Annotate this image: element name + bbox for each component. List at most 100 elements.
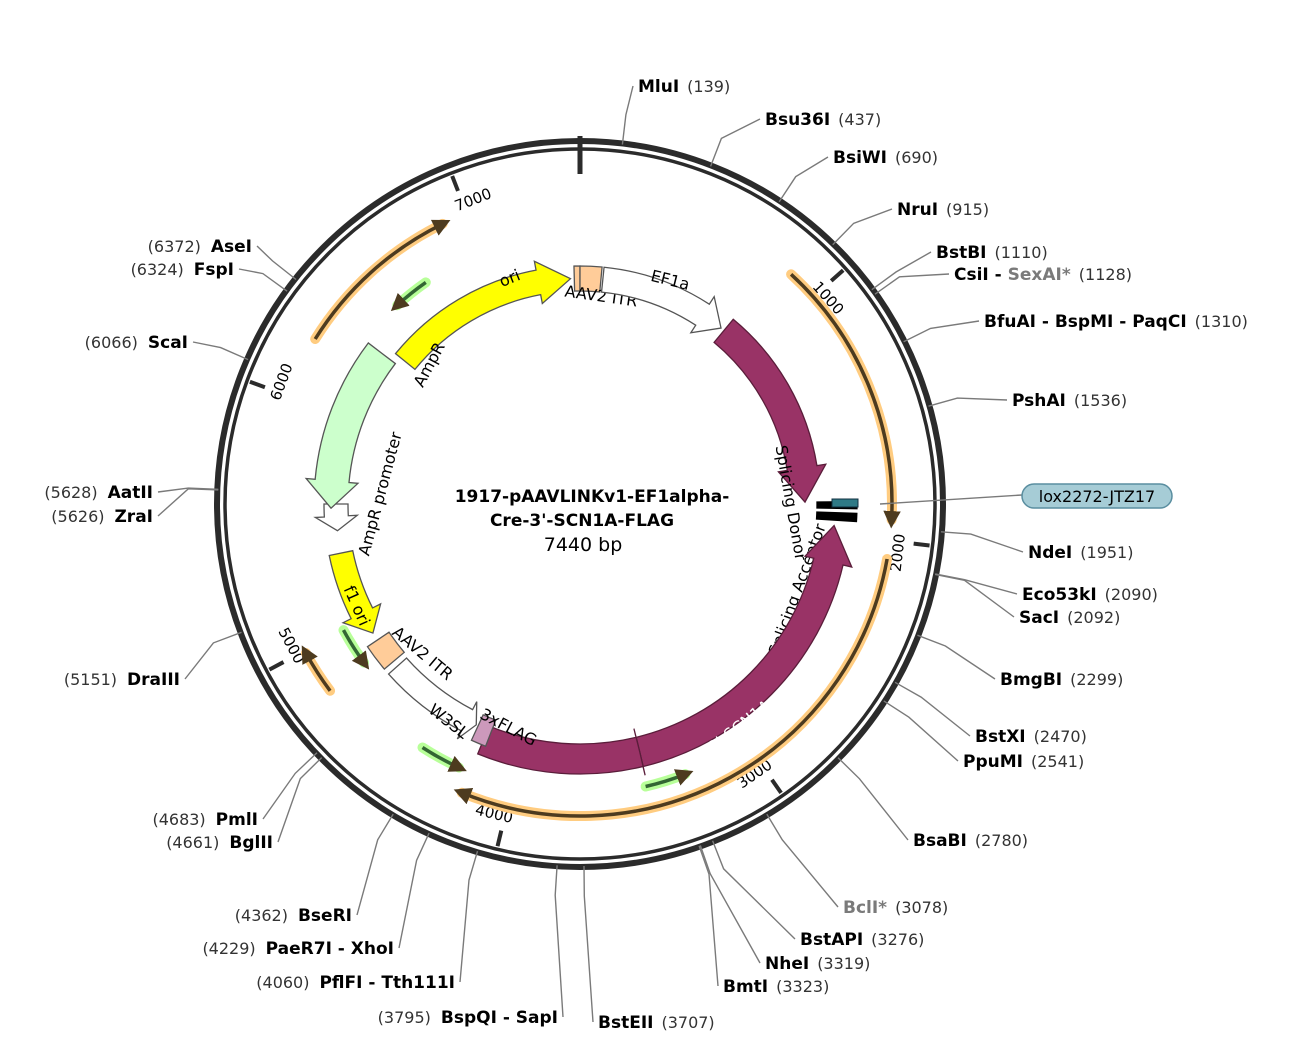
feature-scn1a-cover[interactable] <box>476 725 646 776</box>
site-position: (1128) <box>1079 265 1132 284</box>
site-name: BsiWI <box>833 148 887 168</box>
tick-mark <box>268 660 285 672</box>
feature-aav2-itr-2[interactable] <box>366 631 406 671</box>
feature-aav2-itr-1b[interactable] <box>579 265 603 293</box>
site-label: Eco53kI(2090) <box>1022 585 1158 605</box>
site-name: BstEII <box>598 1013 653 1033</box>
site-csii[interactable]: CsiI - SexAI*(1128) <box>874 265 1132 295</box>
plasmid-name-line2: Cre-3'-SCN1A-FLAG <box>490 511 674 531</box>
site-bsteii[interactable]: BstEII(3707) <box>583 865 715 1033</box>
site-bsabi[interactable]: BsaBI(2780) <box>837 757 1028 851</box>
site-bseri[interactable]: (4362)BseRI <box>235 813 394 926</box>
feature-ef1a[interactable] <box>600 266 722 334</box>
site-leader-line <box>583 865 594 1023</box>
feature-f1-ori[interactable] <box>328 549 382 634</box>
feature-label-cre: Cre <box>791 363 822 396</box>
site-name: BclI* <box>843 898 887 918</box>
site-leader-line <box>778 156 829 203</box>
plasmid-size: 7440 bp <box>544 534 623 556</box>
site-position: (2541) <box>1031 752 1084 771</box>
site-pshai[interactable]: PshAI(1536) <box>928 391 1128 411</box>
site-name: SacI <box>1019 608 1059 628</box>
site-bstxi[interactable]: BstXI (2470) <box>894 681 1087 747</box>
site-separator: - <box>989 265 1008 285</box>
site-ndei[interactable]: NdeI(1951) <box>940 531 1134 563</box>
site-label: BstAPI(3276) <box>800 930 924 950</box>
site-position: (2470) <box>1034 727 1087 746</box>
site-leader-line <box>256 245 297 281</box>
site-label: (4229)PaeR7I - XhoI <box>202 939 394 959</box>
site-leader-line <box>398 832 430 949</box>
site-nhei[interactable]: NheI(3319) <box>699 845 870 974</box>
site-bmti[interactable]: BmtI(3323) <box>698 845 829 997</box>
site-nrui[interactable]: NruI(915) <box>832 200 989 246</box>
site-leader-line <box>711 840 796 940</box>
site-name: DraIII <box>127 670 180 690</box>
site-label: MluI(139) <box>638 77 730 97</box>
site-name: BstAPI <box>800 930 863 950</box>
site-eco53ki[interactable]: Eco53kI(2090) <box>935 573 1158 605</box>
site-pflfi[interactable]: (4060)PflFI - Tth111I <box>256 851 479 993</box>
site-label: BstBI(1110) <box>936 243 1048 263</box>
site-aatii[interactable]: (5628)AatII <box>44 483 219 503</box>
site-position: (3078) <box>895 898 948 917</box>
feature-w3sl[interactable] <box>387 657 478 740</box>
plasmid-name-line1: 1917-pAAVLINKv1-EF1alpha- <box>455 487 730 507</box>
orf-cre <box>789 273 901 529</box>
site-saci[interactable]: SacI (2092) <box>934 573 1120 629</box>
site-leader-line <box>621 85 634 145</box>
site-asei[interactable]: (6372)AseI <box>148 237 297 281</box>
feature-scn1a[interactable] <box>635 524 853 768</box>
site-position: (3319) <box>817 954 870 973</box>
site-position: (2090) <box>1105 585 1158 604</box>
site-position: (1951) <box>1080 543 1133 562</box>
site-name: BglII <box>229 833 273 853</box>
site-label: BmtI(3323) <box>723 977 829 997</box>
tick-mark <box>829 268 845 283</box>
feature-ori[interactable] <box>394 260 572 371</box>
feature-ampr[interactable] <box>304 342 397 510</box>
feature-label-ampr-promoter: AmpR promoter <box>354 429 405 557</box>
site-name: MluI <box>638 77 679 97</box>
site-leader-line <box>356 813 394 916</box>
site-bmgbi[interactable]: BmgBI(2299) <box>917 634 1123 690</box>
site-label: NdeI(1951) <box>1028 543 1133 563</box>
site-leader-line <box>554 865 564 1018</box>
feature-splicing-acceptor[interactable] <box>815 511 858 523</box>
site-bsu36i[interactable]: Bsu36I(437) <box>709 110 882 167</box>
site-paer7i[interactable]: (4229)PaeR7I - XhoI <box>202 832 430 959</box>
orf-green-2 <box>341 629 370 670</box>
site-leader-line <box>940 531 1024 553</box>
site-zrai[interactable]: (5626)ZraI <box>51 488 219 527</box>
site-label: BclI* (3078) <box>843 898 948 918</box>
site-bstbi[interactable]: BstBI(1110) <box>871 243 1048 291</box>
site-bspqi[interactable]: (3795)BspQI - SapI <box>378 865 564 1028</box>
site-position: (6324) <box>131 260 184 279</box>
site-draiii[interactable]: (5151) DraIII <box>64 631 242 690</box>
site-bfuai[interactable]: BfuAI - BspMI - PaqCI(1310) <box>903 312 1248 343</box>
site-label: Bsu36I(437) <box>765 110 881 130</box>
feature-ampr-promoter[interactable] <box>313 503 360 532</box>
site-bglii[interactable]: (4661)BglII <box>166 757 323 853</box>
lox-tag-box <box>1021 483 1173 509</box>
site-position: (690) <box>895 148 938 167</box>
site-name: BstBI <box>936 243 987 263</box>
site-fspi[interactable]: (6324)FspI <box>131 260 288 292</box>
lox-tag-label: lox2272-JTZ17 <box>1039 487 1155 506</box>
lox-leader <box>879 494 1023 505</box>
site-position: (2092) <box>1067 608 1120 627</box>
site-scai[interactable]: (6066)ScaI <box>85 333 249 361</box>
site-position: (3795) <box>378 1008 431 1027</box>
site-ppumi[interactable]: PpuMI(2541) <box>883 700 1084 772</box>
site-name: PshAI <box>1012 391 1066 411</box>
site-bsiwi[interactable]: BsiWI (690) <box>778 148 938 203</box>
site-position: (4683) <box>152 810 205 829</box>
site-mlui[interactable]: MluI(139) <box>621 77 730 145</box>
site-position: (5151) <box>64 670 117 689</box>
site-name: BstXI <box>975 727 1026 747</box>
feature-flag[interactable] <box>470 713 497 748</box>
site-pmli[interactable]: (4683)PmlI <box>152 752 318 830</box>
feature-cre[interactable] <box>713 318 828 504</box>
site-bstapi[interactable]: BstAPI(3276) <box>711 840 925 950</box>
site-bcli[interactable]: BclI* (3078) <box>766 813 948 918</box>
